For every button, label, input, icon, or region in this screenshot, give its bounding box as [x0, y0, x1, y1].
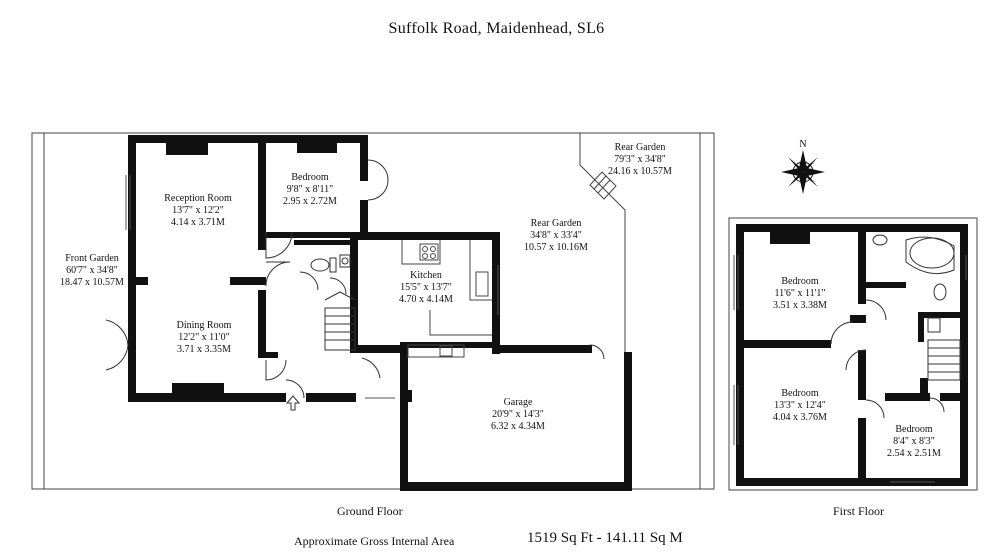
room-imperial: 8'4" x 8'3" [893, 436, 935, 447]
area-value: 1519 Sq Ft - 141.11 Sq M [527, 530, 683, 546]
room-label-bedroom-ground: Bedroom 9'8" x 8'11" 2.95 x 2.72M [283, 172, 337, 207]
room-label-bedroom-1: Bedroom 11'6" x 11'1" 3.51 x 3.38M [773, 276, 827, 311]
room-imperial: 34'8" x 33'4" [530, 230, 582, 241]
ground-floor-walls [128, 135, 632, 491]
first-floor-walls [736, 224, 968, 486]
room-label-kitchen: Kitchen 15'5" x 13'7" 4.70 x 4.14M [399, 270, 453, 305]
room-label-rear-garden: Rear Garden 34'8" x 33'4" 10.57 x 10.16M [524, 218, 588, 253]
first-floor-label: First Floor [833, 504, 885, 518]
ground-wc-fixtures [310, 254, 351, 273]
compass-north-label: N [799, 139, 806, 150]
room-imperial: 11'6" x 11'1" [774, 288, 825, 299]
first-floor-windows [733, 255, 967, 483]
room-label-reception: Reception Room 13'7" x 12'2" 4.14 x 3.71… [164, 193, 232, 228]
room-name: Bedroom [781, 388, 818, 399]
room-metric: 6.32 x 4.34M [491, 421, 545, 432]
ground-floor-windows [125, 175, 499, 399]
ground-floor-boundary [31, 132, 715, 490]
room-name: Kitchen [410, 270, 442, 281]
room-label-bedroom-3: Bedroom 8'4" x 8'3" 2.54 x 2.51M [887, 424, 941, 459]
first-floor-fixtures [872, 234, 955, 333]
area-label: Approximate Gross Internal Area [294, 534, 455, 548]
first-floor-stairs [927, 339, 961, 381]
room-imperial: 79'3" x 34'8" [614, 154, 666, 165]
garden-steps [589, 171, 617, 200]
room-metric: 10.57 x 10.16M [524, 242, 588, 253]
compass-icon: N [781, 139, 825, 194]
ground-floor-stairs [324, 291, 356, 351]
first-floor-outline [728, 217, 978, 491]
room-imperial: 9'8" x 8'11" [287, 184, 333, 195]
entrance-arrow-icon [285, 395, 301, 411]
room-metric: 4.04 x 3.76M [773, 412, 827, 423]
room-name: Bedroom [291, 172, 328, 183]
first-floor-doors [830, 299, 945, 419]
ground-floor-doors [105, 159, 605, 399]
room-metric: 3.71 x 3.35M [177, 344, 231, 355]
room-metric: 18.47 x 10.57M [60, 277, 124, 288]
room-imperial: 15'5" x 13'7" [400, 282, 452, 293]
room-name: Bedroom [781, 276, 818, 287]
room-metric: 4.70 x 4.14M [399, 294, 453, 305]
room-name: Garage [504, 397, 533, 408]
room-metric: 4.14 x 3.71M [171, 217, 225, 228]
room-name: Rear Garden [615, 142, 666, 153]
room-name: Dining Room [177, 320, 232, 331]
ground-floor-label: Ground Floor [337, 504, 403, 518]
room-name: Bedroom [895, 424, 932, 435]
room-metric: 24.16 x 10.57M [608, 166, 672, 177]
room-imperial: 12'2" x 11'0" [178, 332, 229, 343]
kitchen-counters [401, 240, 492, 358]
room-imperial: 60'7" x 34'8" [66, 265, 118, 276]
room-metric: 3.51 x 3.38M [773, 300, 827, 311]
plan-title: Suffolk Road, Maidenhead, SL6 [388, 20, 605, 37]
room-metric: 2.54 x 2.51M [887, 448, 941, 459]
room-imperial: 13'3" x 12'4" [774, 400, 826, 411]
room-name: Front Garden [65, 253, 119, 264]
room-label-bedroom-2: Bedroom 13'3" x 12'4" 4.04 x 3.76M [773, 388, 827, 423]
room-label-dining: Dining Room 12'2" x 11'0" 3.71 x 3.35M [177, 320, 232, 355]
room-imperial: 20'9" x 14'3" [492, 409, 544, 420]
room-imperial: 13'7" x 12'2" [172, 205, 224, 216]
room-name: Rear Garden [531, 218, 582, 229]
room-metric: 2.95 x 2.72M [283, 196, 337, 207]
room-label-front-garden: Front Garden 60'7" x 34'8" 18.47 x 10.57… [60, 253, 124, 288]
room-name: Reception Room [164, 193, 232, 204]
room-label-rear-garden-2: Rear Garden 79'3" x 34'8" 24.16 x 10.57M [608, 142, 672, 177]
room-label-garage: Garage 20'9" x 14'3" 6.32 x 4.34M [491, 397, 545, 432]
